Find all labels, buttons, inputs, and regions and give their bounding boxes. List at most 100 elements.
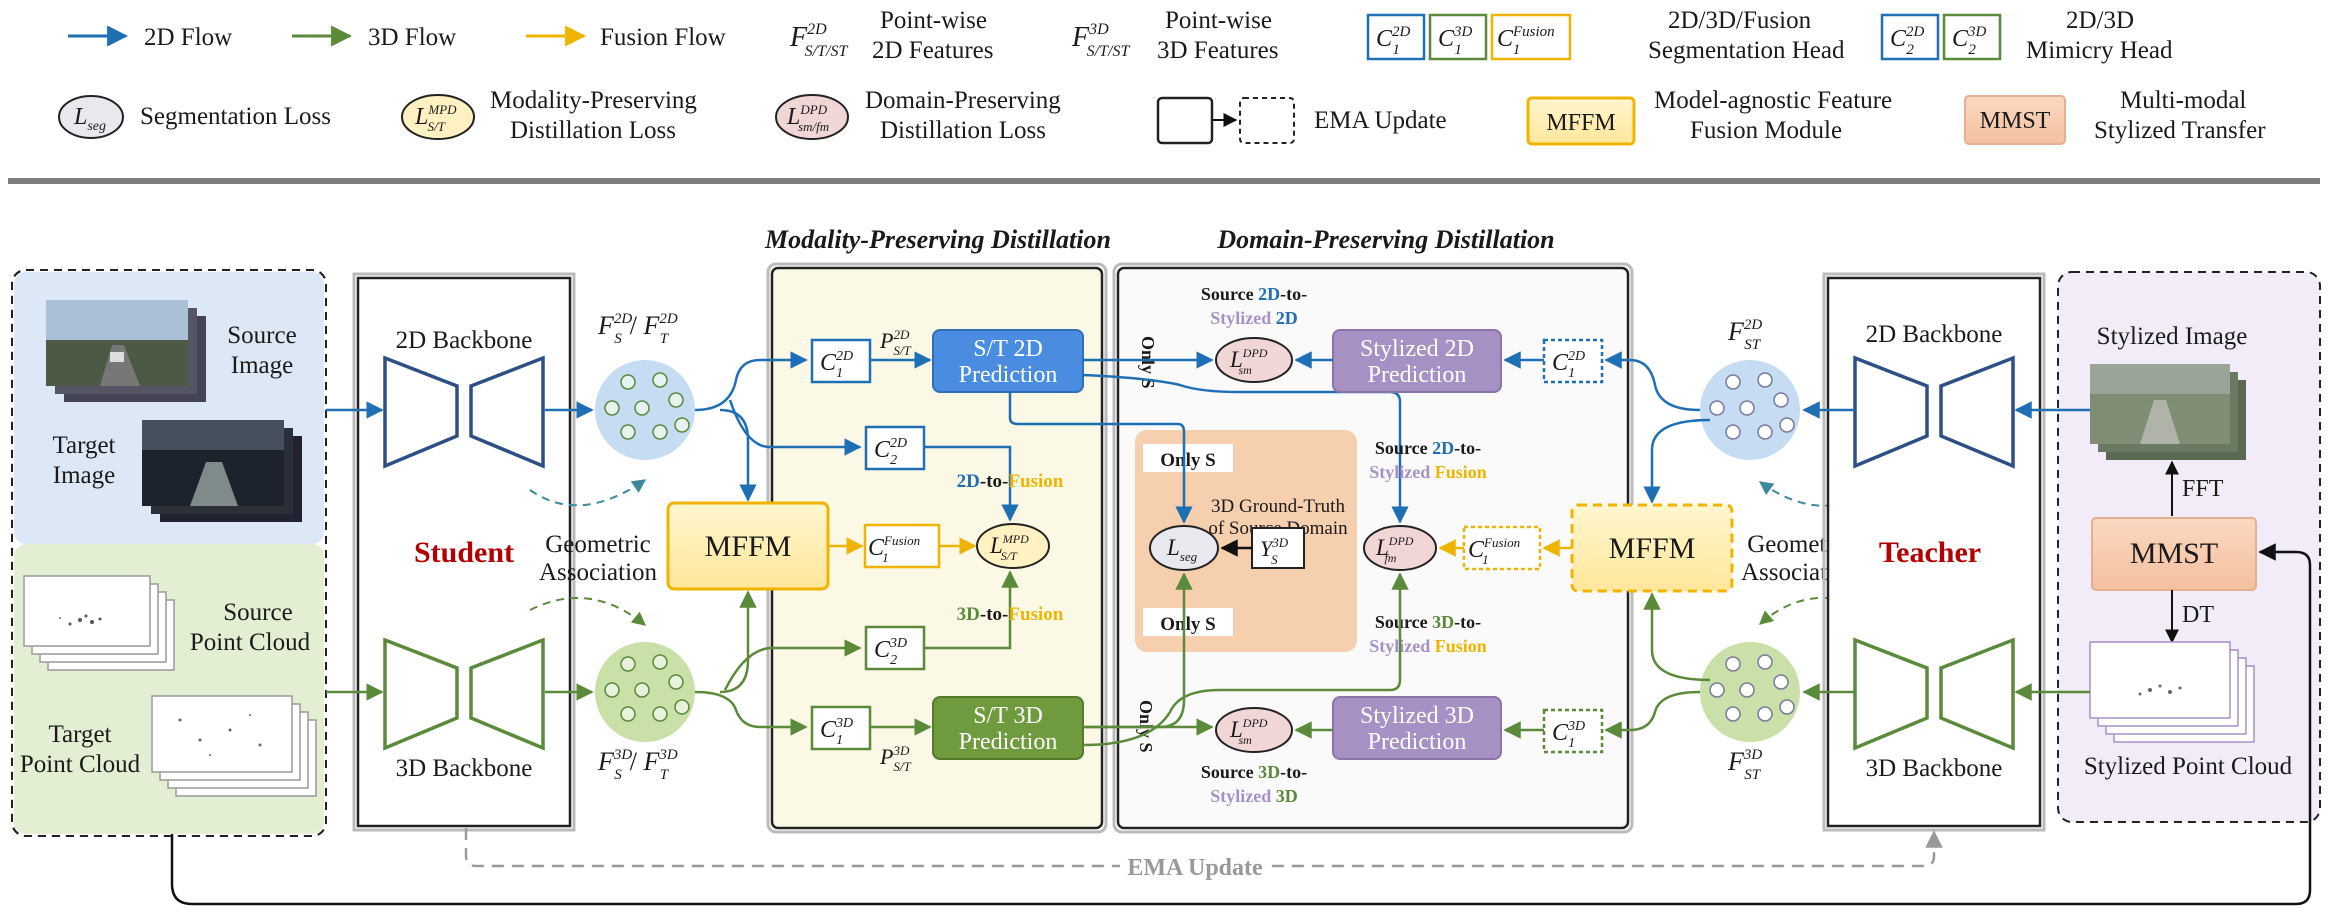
svg-text:MMST: MMST [2130, 537, 2218, 570]
svg-text:Prediction: Prediction [959, 729, 1058, 755]
mmst-block: MMST [2091, 517, 2257, 591]
student-mffm: MFFM [666, 501, 830, 591]
legend-pw3d-line1: Point-wise [1165, 7, 1272, 34]
legend-seghead-line2: Segmentation Head [1648, 37, 1845, 64]
only-s-top: Only S [1160, 450, 1215, 471]
src3d-fus-l1: Source 3D-to- [1375, 612, 1481, 632]
svg-text:Prediction: Prediction [959, 362, 1058, 388]
student-geo-assoc-2: Association [539, 559, 658, 586]
to-fusion-2d-label: 2D-to-Fusion [957, 471, 1064, 492]
svg-text:MFFM: MFFM [705, 530, 792, 563]
legend-fusion-flow-label: Fusion Flow [600, 24, 726, 51]
legend-3d-flow-label: 3D Flow [368, 24, 456, 51]
target-pc-label-2: Point Cloud [20, 751, 141, 778]
teacher-3d-backbone-label: 3D Backbone [1866, 755, 2003, 782]
teacher-3d-features [1700, 642, 1800, 742]
svg-text:S/T 2D: S/T 2D [973, 336, 1043, 362]
src3d-styl3d-l2: Stylized 3D [1210, 786, 1298, 806]
legend-2d-flow-label: 2D Flow [144, 24, 232, 51]
student-2d-backbone-label: 2D Backbone [396, 327, 533, 354]
legend-3d-flow: 3D Flow [292, 24, 456, 51]
student-3d-decoder [469, 637, 545, 751]
legend-mffm-line2: Fusion Module [1690, 117, 1842, 144]
svg-text:MFFM: MFFM [1546, 110, 1615, 136]
only-s-bottom: Only S [1160, 614, 1215, 635]
svg-text:Stylized 3D: Stylized 3D [1360, 703, 1474, 729]
ground-truth-box: Only S 3D Ground-Truth of Source Domain … [1135, 430, 1357, 652]
target-pc-label-1: Target [48, 721, 111, 748]
legend-pw3d-line2: 3D Features [1157, 37, 1279, 64]
src3d-styl3d-l1: Source 3D-to- [1201, 762, 1307, 782]
teacher-3d-decoder [1853, 637, 1929, 751]
legend-mffm-line1: Model-agnostic Feature [1654, 87, 1892, 114]
teacher-2d-encoder [1939, 355, 2015, 469]
st-3d-prediction: S/T 3D Prediction [932, 696, 1084, 760]
stylized-input-panel: Stylized Image FFT MMST DT Stylized Poin… [2057, 271, 2321, 823]
target-image-label-2: Image [53, 462, 115, 489]
src2d-styl2d-l2: Stylized 2D [1210, 308, 1298, 328]
student-3d-features [595, 642, 695, 742]
legend-ema-label: EMA Update [1314, 107, 1447, 134]
src2d-fus-l1: Source 2D-to- [1375, 438, 1481, 458]
stylized-image-label: Stylized Image [2097, 323, 2248, 350]
svg-text:MMST: MMST [1980, 108, 2051, 134]
legend-dpd-line2: Distillation Loss [880, 117, 1046, 144]
legend-seg-loss-label: Segmentation Loss [140, 103, 331, 130]
separator [8, 178, 2320, 184]
legend-fusion-flow: Fusion Flow [526, 24, 726, 51]
legend-pw2d-line1: Point-wise [880, 7, 987, 34]
teacher-3d-encoder [1939, 637, 2015, 751]
source-pc-label-1: Source [223, 599, 292, 626]
stylized-2d-prediction: Stylized 2D Prediction [1332, 329, 1502, 393]
svg-text:MFFM: MFFM [1609, 532, 1696, 565]
legend-mimic-line2: Mimicry Head [2026, 37, 2173, 64]
legend-mimic-line1: 2D/3D [2066, 7, 2134, 34]
source-image-label-2: Image [231, 352, 293, 379]
target-point-cloud-thumbnail [151, 695, 317, 797]
student-geo-assoc-1: Geometric [545, 531, 651, 558]
student-3d-encoder [383, 637, 459, 751]
legend-ema: EMA Update [1156, 96, 1447, 145]
mpd-loss-node: FLMPDS/T [976, 523, 1050, 569]
dt-label: DT [2182, 602, 2214, 628]
student-label: Student [414, 536, 514, 569]
legend-seghead-line1: 2D/3D/Fusion [1668, 7, 1812, 34]
legend-pw2d-line2: 2D Features [872, 37, 994, 64]
teacher-block: 2D Backbone Teacher 3D Backbone [1822, 272, 2046, 832]
fft-label: FFT [2182, 476, 2224, 502]
teacher-2d-backbone-label: 2D Backbone [1866, 321, 2003, 348]
legend-mmst: MMST Multi-modal Stylized Transfer [1964, 87, 2266, 145]
source-point-cloud-thumbnail [23, 575, 175, 671]
legend-mpd-line1: Modality-Preserving [490, 87, 697, 114]
